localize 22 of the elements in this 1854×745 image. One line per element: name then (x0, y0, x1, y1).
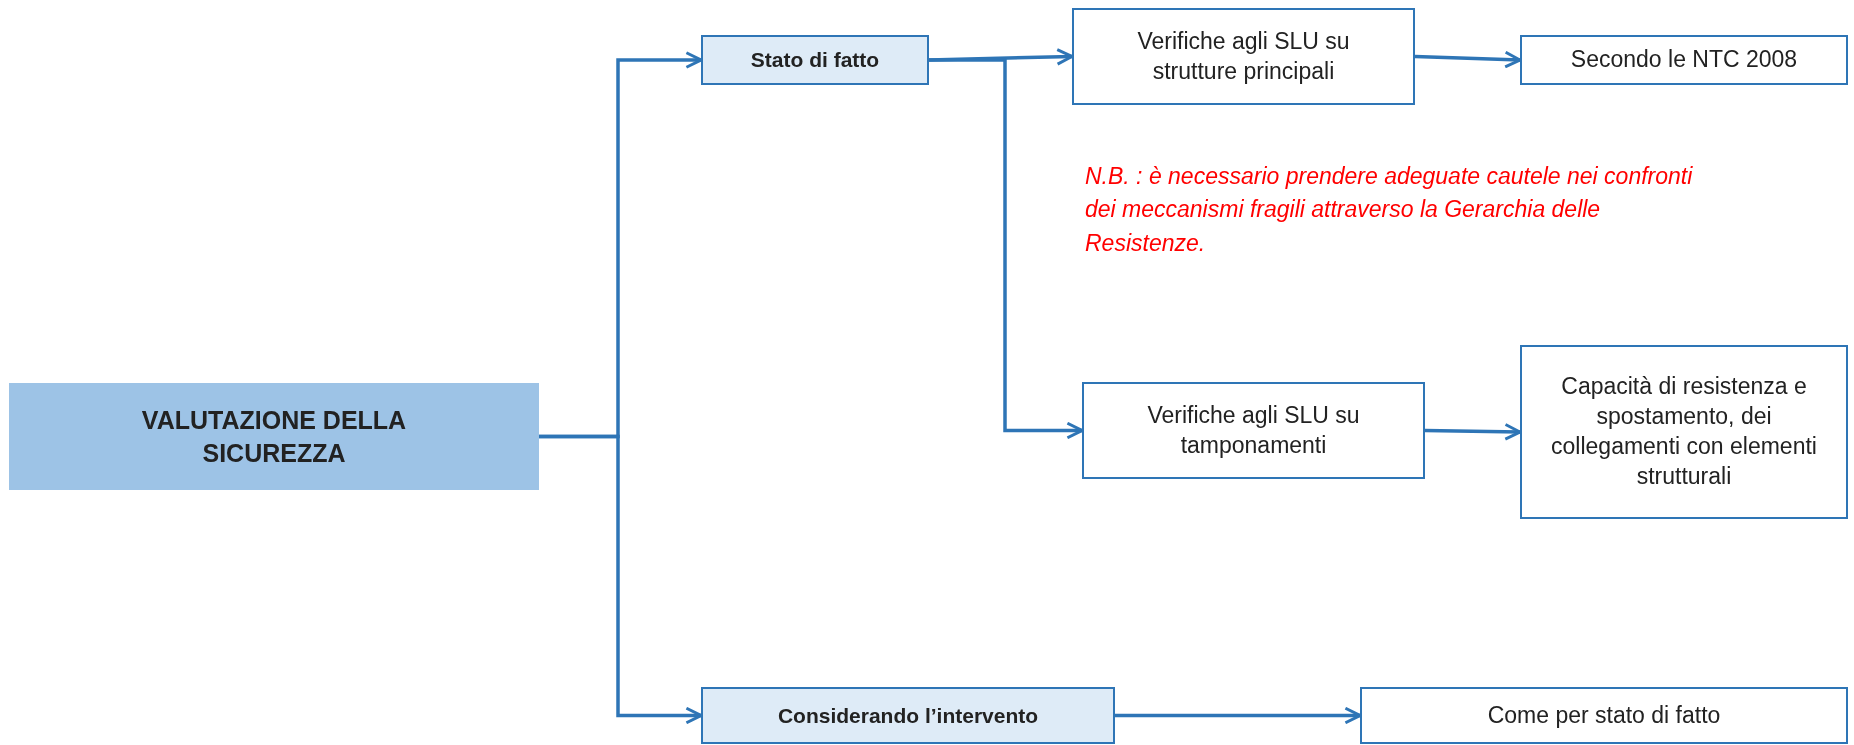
process-box (1360, 687, 1848, 744)
category-box (701, 35, 929, 85)
box-text: Stato di fatto (749, 47, 881, 74)
note-text: N.B. : è necessario prendere adeguate cautele nei confronti dei meccanismi fragili attraverso la Gerarchia delle Resistenze. (1085, 162, 1694, 258)
process-box (1520, 35, 1848, 85)
box-text: Considerando l’intervento (776, 702, 1040, 729)
box-text: Secondo le NTC 2008 (1569, 45, 1799, 75)
arrow (1414, 50, 1522, 69)
box-text: Verifiche agli SLU su strutture principali (1136, 26, 1351, 86)
box-text: Verifiche agli SLU su tamponamenti (1146, 400, 1361, 460)
box-text: Come per stato di fatto (1486, 700, 1722, 730)
process-box (1520, 345, 1848, 519)
arrow (1115, 706, 1362, 725)
arrow (1424, 423, 1522, 441)
process-box (1082, 382, 1425, 479)
box-text: Capacità di resistenza e spostamento, dei collegamenti con elementi strutturali (1550, 372, 1818, 491)
title-box (9, 383, 539, 490)
process-box (1072, 8, 1415, 105)
category-box (701, 687, 1115, 744)
arrow (929, 58, 1084, 440)
arrow (539, 434, 703, 725)
box-text: VALUTAZIONE DELLA SICUREZZA (140, 405, 408, 469)
